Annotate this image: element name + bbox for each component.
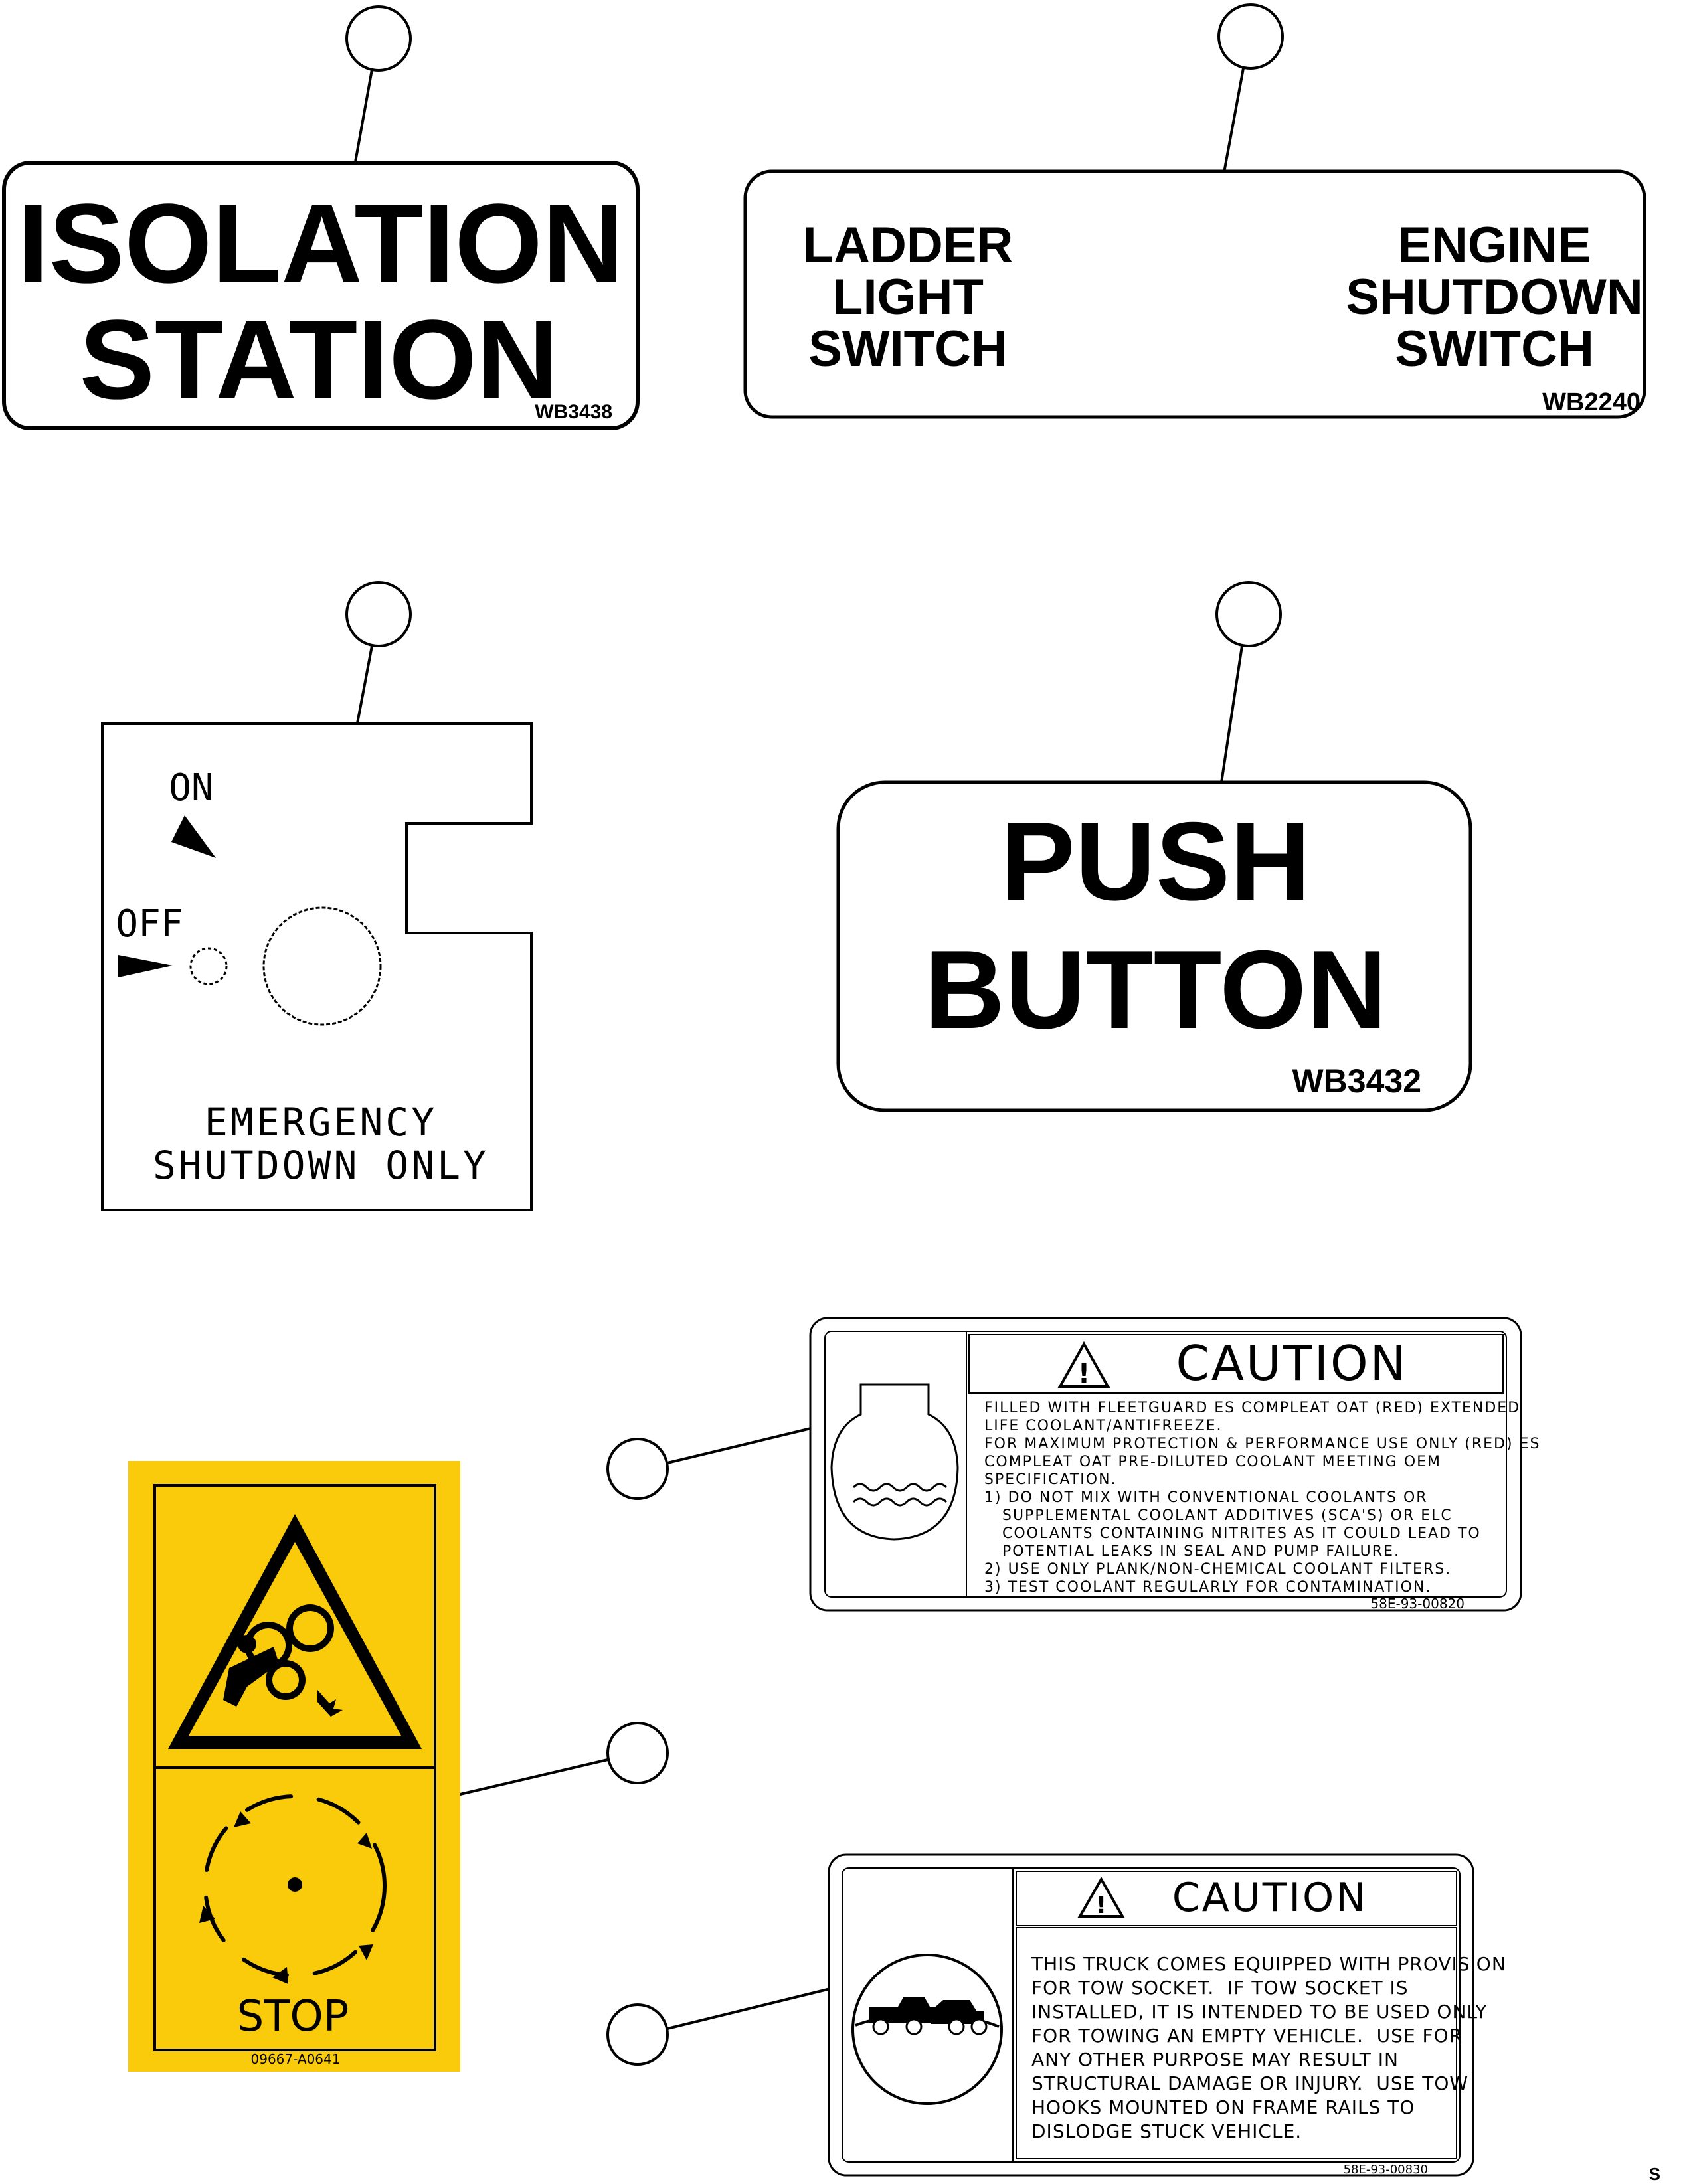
coolant-caution-title: CAUTION xyxy=(1176,1335,1408,1391)
leader-line-6 xyxy=(451,1758,608,1798)
tow-line-1: THIS TRUCK COMES EQUIPPED WITH PROVISION xyxy=(1031,1953,1506,1975)
callout-balloon-6 xyxy=(606,1722,669,1784)
coolant-line-1: FILLED WITH FLEETGUARD ES COMPLEAT OAT (… xyxy=(984,1400,1520,1416)
callout-balloons xyxy=(345,3,1284,2066)
isolation-station-label: ISOLATION STATION WB3438 xyxy=(2,161,640,430)
callout-balloon-3 xyxy=(345,581,412,647)
ladder-line-1: LADDER xyxy=(803,217,1014,274)
emergency-on-text: ON xyxy=(169,766,213,809)
off-arrow-icon xyxy=(118,955,173,977)
rotation-center-icon xyxy=(288,1877,302,1892)
push-line-1: PUSH xyxy=(1001,799,1311,924)
leader-line-1 xyxy=(353,69,373,170)
coolant-line-3: FOR MAXIMUM PROTECTION & PERFORMANCE USE… xyxy=(984,1436,1540,1452)
callout-balloon-1 xyxy=(345,5,412,72)
coolant-caution-body: FILLED WITH FLEETGUARD ES COMPLEAT OAT (… xyxy=(984,1400,1540,1596)
tow-line-2: FOR TOW SOCKET. IF TOW SOCKET IS xyxy=(1031,1977,1409,1999)
coolant-part-number: 58E-93-00820 xyxy=(1370,1596,1465,1612)
coolant-line-6: 1) DO NOT MIX WITH CONVENTIONAL COOLANTS… xyxy=(984,1489,1428,1506)
callout-balloon-2 xyxy=(1217,3,1284,70)
svg-text:!: ! xyxy=(1096,1892,1107,1919)
isolation-part-number: WB3438 xyxy=(535,401,612,423)
engine-line-1: ENGINE xyxy=(1397,217,1591,274)
tow-caution-title: CAUTION xyxy=(1172,1875,1368,1921)
stop-text: STOP xyxy=(237,1992,349,2041)
engine-line-3: SWITCH xyxy=(1395,321,1594,377)
isolation-line-1: ISOLATION xyxy=(18,181,624,307)
svg-text:!: ! xyxy=(1078,1359,1090,1389)
coolant-reservoir-icon xyxy=(830,1383,959,1541)
indicator-dot-icon xyxy=(189,947,228,985)
rotation-arrows-icon xyxy=(199,1794,387,1984)
tow-line-4: FOR TOWING AN EMPTY VEHICLE. USE FOR xyxy=(1031,2025,1463,2047)
leader-line-3 xyxy=(354,645,373,734)
caution-triangle-icon-2: ! xyxy=(1077,1876,1125,1919)
towing-vehicle-icon xyxy=(851,1954,1003,2105)
coolant-line-7: SUPPLEMENTAL COOLANT ADDITIVES (SCA'S) O… xyxy=(984,1507,1453,1524)
coolant-line-8: COOLANTS CONTAINING NITRITES AS IT COULD… xyxy=(984,1525,1481,1542)
ladder-engine-label: LADDER LIGHT SWITCH ENGINE SHUTDOWN SWIT… xyxy=(743,169,1646,419)
leader-line-2 xyxy=(1222,68,1245,177)
leader-line-5 xyxy=(667,1426,814,1464)
callout-balloon-4 xyxy=(1215,581,1282,647)
emergency-line-1: EMERGENCY xyxy=(205,1100,437,1145)
entanglement-hazard-icon xyxy=(168,1514,422,1749)
coolant-caution-label: ! CAUTION FILLED WITH FLEETGUARD ES COMP… xyxy=(809,1317,1540,1612)
ladder-line-3: SWITCH xyxy=(808,321,1008,377)
coolant-line-5: SPECIFICATION. xyxy=(984,1471,1117,1488)
coolant-line-11: 3) TEST COOLANT REGULARLY FOR CONTAMINAT… xyxy=(984,1579,1431,1596)
tow-part-number: 58E-93-00830 xyxy=(1344,2163,1428,2177)
coolant-line-4: COMPLEAT OAT PRE-DILUTED COOLANT MEETING… xyxy=(984,1454,1441,1470)
push-line-2: BUTTON xyxy=(925,927,1387,1052)
push-part-number: WB3432 xyxy=(1292,1062,1421,1100)
callout-balloon-5 xyxy=(606,1438,669,1500)
caution-triangle-icon: ! xyxy=(1057,1341,1110,1389)
coolant-line-9: POTENTIAL LEAKS IN SEAL AND PUMP FAILURE… xyxy=(984,1543,1400,1560)
ladder-engine-part-number: WB2240 xyxy=(1542,388,1641,416)
emergency-line-2: SHUTDOWN ONLY xyxy=(153,1143,489,1188)
coolant-line-10: 2) USE ONLY PLANK/NON-CHEMICAL COOLANT F… xyxy=(984,1561,1451,1578)
stop-part-number: 09667-A0641 xyxy=(251,2051,341,2067)
shutdown-button-outline-icon xyxy=(262,906,382,1026)
tow-line-6: STRUCTURAL DAMAGE OR INJURY. USE TOW xyxy=(1031,2072,1468,2094)
stop-warning-label: STOP 09667-A0641 xyxy=(128,1461,460,2072)
emergency-shutdown-label: ON OFF EMERGENCY SHUTDOWN ONLY xyxy=(101,722,533,1211)
emergency-off-text: OFF xyxy=(116,902,183,946)
tow-line-3: INSTALLED, IT IS INTENDED TO BE USED ONL… xyxy=(1031,2001,1487,2023)
isolation-line-2: STATION xyxy=(80,297,559,423)
on-arrow-icon xyxy=(171,815,216,858)
tow-line-5: ANY OTHER PURPOSE MAY RESULT IN xyxy=(1031,2049,1399,2070)
callout-balloon-7 xyxy=(606,2003,669,2066)
tow-line-8: DISLODGE STUCK VEHICLE. xyxy=(1031,2120,1302,2142)
tow-caution-label: ! CAUTION THIS TRUCK COMES EQUIPPED WITH… xyxy=(828,1853,1506,2177)
leader-line-4 xyxy=(1219,645,1243,788)
coolant-line-2: LIFE COOLANT/ANTIFREEZE. xyxy=(984,1418,1223,1434)
push-button-label: PUSH BUTTON WB3432 xyxy=(836,780,1472,1112)
engine-line-2: SHUTDOWN xyxy=(1346,269,1643,325)
sheet-mark: S xyxy=(1649,2164,1660,2184)
tow-caution-body: THIS TRUCK COMES EQUIPPED WITH PROVISION… xyxy=(1031,1953,1506,2142)
ladder-line-2: LIGHT xyxy=(832,269,984,325)
leader-line-7 xyxy=(667,1987,831,2030)
tow-line-7: HOOKS MOUNTED ON FRAME RAILS TO xyxy=(1031,2096,1415,2118)
